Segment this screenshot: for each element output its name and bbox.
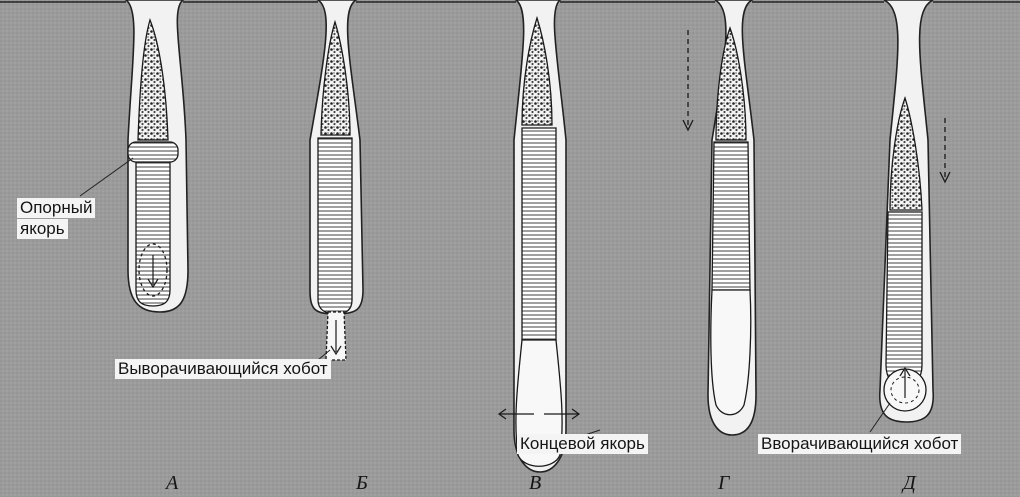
panel-letter-b: Б [356, 472, 368, 494]
worm-b-trunk [318, 138, 352, 314]
panel-letter-d: Г [718, 472, 729, 494]
worm-d-trunk [712, 142, 750, 290]
worm-c-trunk [522, 128, 556, 340]
worm-d-terminal-anchor [711, 290, 751, 415]
panel-letter-c: В [529, 472, 541, 494]
panel-letter-e: Д [903, 472, 916, 494]
label-everting-proboscis: Выворачивающийся хобот [115, 359, 331, 379]
worm-e-trunk [886, 212, 922, 390]
label-inverting-proboscis: Вворачивающийся хобот [758, 434, 961, 454]
label-support-anchor-1: Опорный [17, 198, 95, 218]
worm-a-support-anchor [128, 142, 178, 162]
panel-letter-a: А [166, 472, 178, 494]
label-terminal-anchor: Концевой якорь [517, 434, 648, 454]
label-support-anchor-2: якорь [17, 219, 68, 239]
